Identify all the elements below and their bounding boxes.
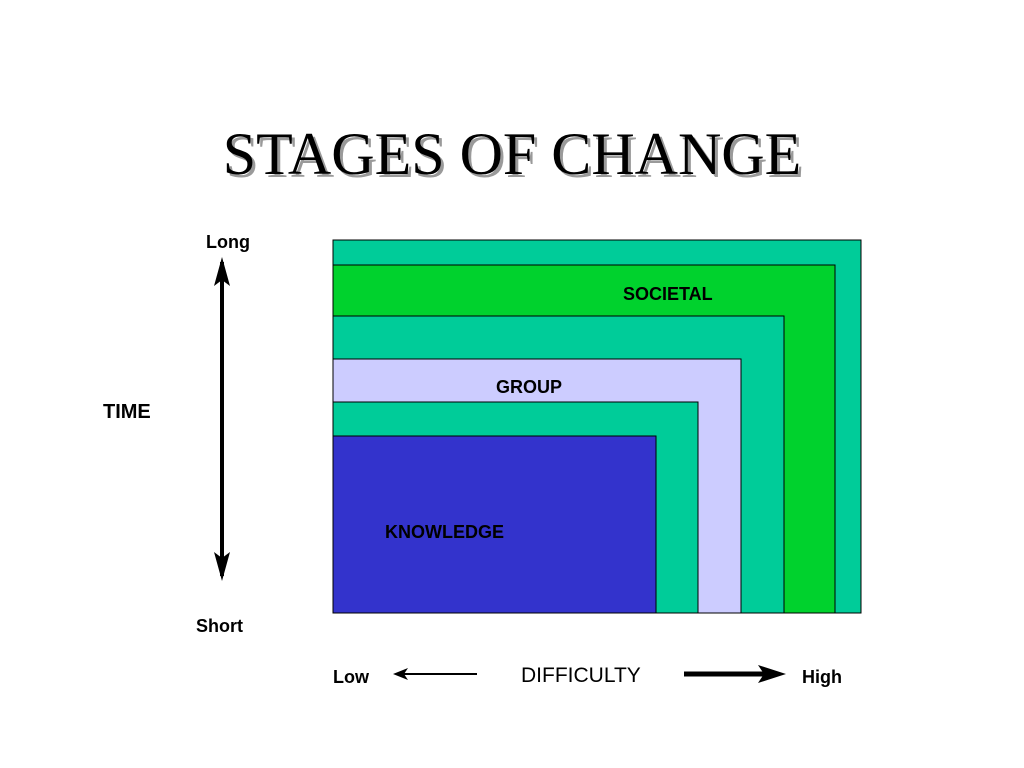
- difficulty-high-label: High: [802, 667, 842, 687]
- time-arrow-down-head-icon: [214, 552, 230, 581]
- time-short-label: Short: [196, 616, 243, 636]
- difficulty-label: DIFFICULTY: [521, 664, 641, 687]
- stage-label-group: GROUP: [496, 377, 563, 397]
- time-label: TIME: [103, 401, 151, 423]
- time-long-label: Long: [206, 232, 250, 252]
- stage-label-knowledge: KNOWLEDGE: [385, 522, 504, 542]
- time-arrow-up-head-icon: [214, 257, 230, 286]
- low-arrow-head-icon: [393, 668, 408, 680]
- difficulty-low-label: Low: [333, 667, 369, 687]
- page-title: STAGES OF CHANGE: [222, 121, 802, 187]
- high-arrow-head-icon: [758, 665, 786, 683]
- stage-label-societal: SOCIETAL: [623, 284, 713, 304]
- knowledge-block: [332, 435, 657, 614]
